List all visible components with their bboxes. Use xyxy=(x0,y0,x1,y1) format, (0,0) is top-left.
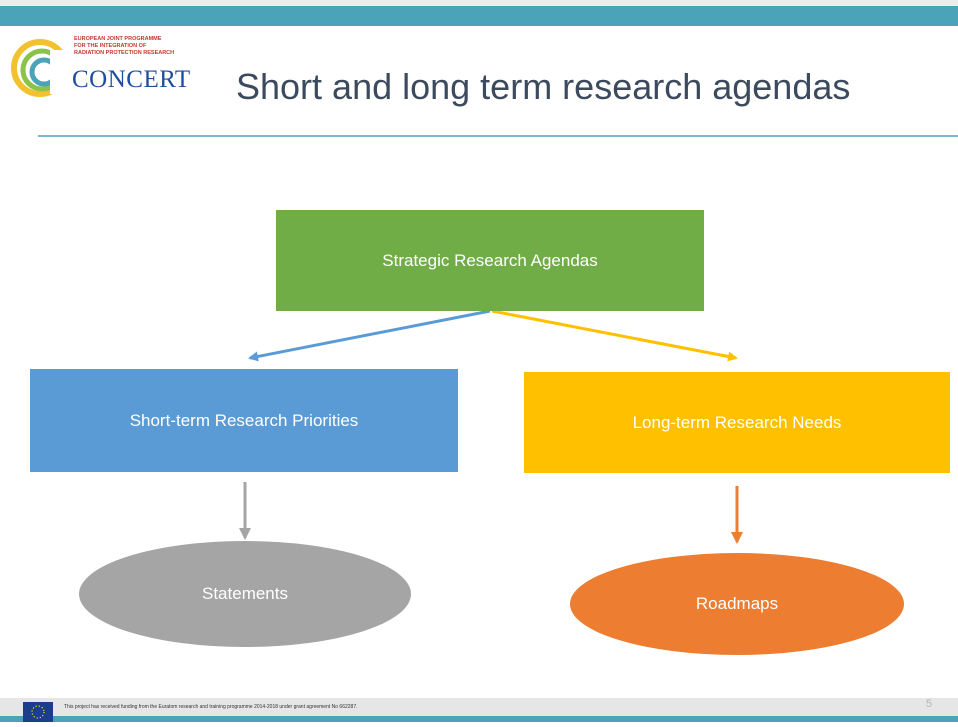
statements-ellipse: Statements xyxy=(79,541,411,647)
short-term-priorities-box: Short-term Research Priorities xyxy=(30,369,458,472)
strategic-research-agendas-box: Strategic Research Agendas xyxy=(276,210,704,311)
slide-title: Short and long term research agendas xyxy=(236,66,851,107)
logo-line-2: for the Integration of xyxy=(74,43,147,49)
arrow-to-short-term xyxy=(248,309,491,362)
logo-wordmark: CONCERT xyxy=(72,66,191,93)
top-banner xyxy=(0,0,958,26)
eu-stars-icon xyxy=(31,705,45,719)
logo-line-3: Radiation Protection Research xyxy=(74,50,175,56)
roadmaps-ellipse: Roadmaps xyxy=(570,553,904,655)
long-term-needs-box: Long-term Research Needs xyxy=(524,372,950,473)
concert-logo: European Joint Programme for the Integra… xyxy=(10,30,210,110)
title-divider xyxy=(38,135,958,137)
page-number: 5 xyxy=(926,698,933,710)
funding-notice: This project has received funding from t… xyxy=(64,704,358,710)
logo-line-1: European Joint Programme xyxy=(74,36,162,42)
eu-flag-icon xyxy=(23,702,53,722)
arrow-to-long-term xyxy=(491,309,738,362)
footer-bar xyxy=(0,698,958,722)
